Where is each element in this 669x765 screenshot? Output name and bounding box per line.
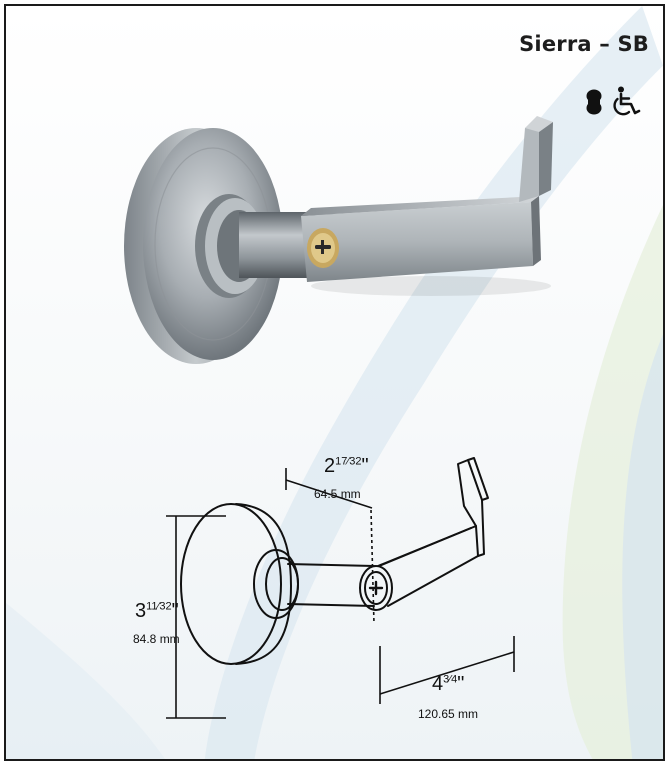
feature-icons xyxy=(585,86,641,118)
lever-dimension-drawing xyxy=(166,457,515,719)
product-title: Sierra – SB xyxy=(519,32,649,56)
rose-diameter-metric: 84.8 mm xyxy=(133,632,180,646)
lever-length-metric: 120.65 mm xyxy=(418,707,479,721)
projection-dimension: 217⁄32" xyxy=(324,455,369,477)
rose-diameter-dimension: 311⁄32" xyxy=(135,600,179,622)
wheelchair-accessible-icon xyxy=(613,86,641,116)
lever-length-dimension: 43⁄4" xyxy=(432,673,465,695)
key-cylinder-icon xyxy=(586,89,602,115)
projection-metric: 64.5 mm xyxy=(314,487,361,501)
lever-product-photo xyxy=(124,116,553,364)
background-swoosh-graphic xyxy=(6,6,663,759)
product-sheet-frame: Sierra – SB xyxy=(4,4,665,761)
